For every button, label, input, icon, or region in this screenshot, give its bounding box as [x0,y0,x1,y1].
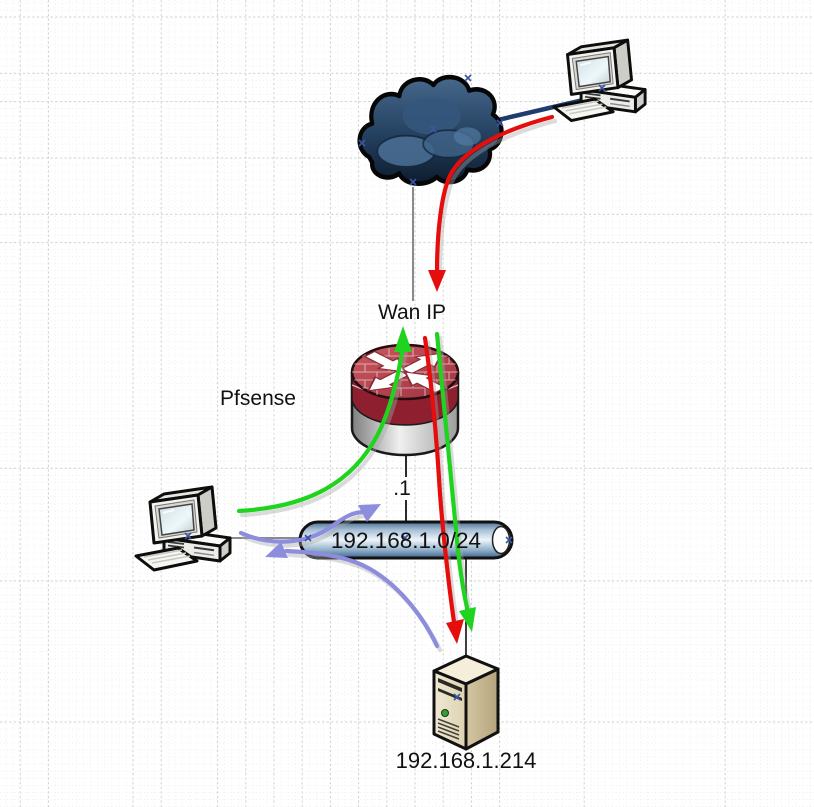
lan-subnet-label: 192.168.1.0/24 [331,528,481,553]
flow-green-outbound-arrow [236,343,406,514]
remote-computer-icon [552,38,647,123]
flow-purple-lan-arrow [238,509,367,544]
drive-bay-slot [438,678,462,692]
gateway-ip-label: .1 [393,477,411,500]
pipe-opening [491,525,511,555]
flow-red-inbound-arrow [434,114,555,275]
flow-purple-return-arrowhead [265,542,288,558]
vent-grill [437,718,460,740]
lan-computer-icon [134,485,232,572]
flow-green-reflected-arrow [434,331,471,615]
flow-red-forwarded-arrow [422,335,457,625]
flow-purple-return-arrow [283,548,440,649]
server-icon [432,654,500,751]
flow-purple-lan-arrowhead [358,504,381,522]
arrow-shadows [239,118,558,653]
flow-red-forwarded-arrowhead [446,619,464,644]
flow-green-outbound-arrowhead [394,326,412,352]
pfsense-label: Pfsense [220,387,296,410]
server-ip-label: 192.168.1.214 [396,748,537,773]
flow-green-reflected-arrowhead [459,607,476,632]
flow-red-inbound-arrowhead [428,270,446,292]
power-led [441,709,449,717]
wan-ip-label: Wan IP [378,301,446,324]
